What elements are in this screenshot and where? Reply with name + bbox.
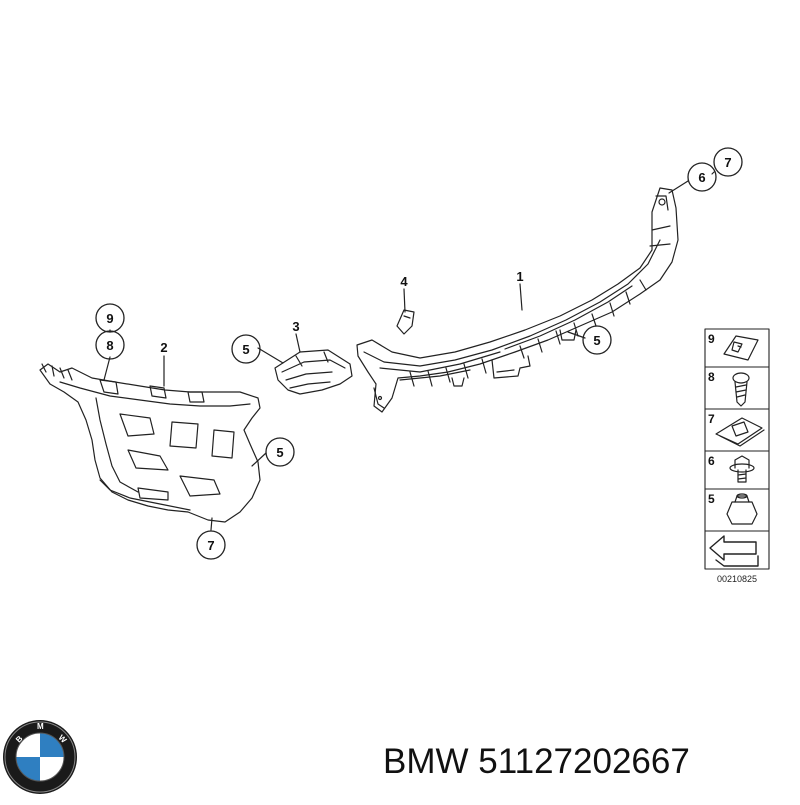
- expanding-nut-icon: [726, 493, 758, 525]
- legend-num-6: 6: [708, 454, 715, 468]
- callout-6-top: 6: [698, 170, 705, 185]
- part-2-side-bracket: [39, 363, 261, 523]
- callout-numbers: 7 6 4 1 3 5 5 9 8 2 5 7: [106, 155, 731, 553]
- speed-nut-icon: [715, 417, 765, 447]
- flange-bolt-icon: [729, 455, 755, 483]
- brand-name: BMW: [383, 742, 469, 781]
- callout-5-right: 5: [593, 333, 600, 348]
- legend-num-9: 9: [708, 332, 715, 346]
- callout-9-left: 9: [106, 311, 113, 326]
- part-number: 51127202667: [478, 742, 690, 781]
- direction-arrow-icon: [709, 535, 759, 567]
- legend-numbers: 9 8 7 6 5: [708, 332, 715, 506]
- label-1: 1: [516, 269, 523, 284]
- svg-text:M: M: [37, 722, 44, 731]
- legend-num-5: 5: [708, 492, 715, 506]
- callout-5-left: 5: [276, 445, 283, 460]
- part-4-clip: [396, 309, 415, 335]
- leader-lines: [103, 171, 715, 531]
- legend-num-7: 7: [708, 412, 715, 426]
- callout-circles: [95, 147, 743, 560]
- label-2: 2: [160, 340, 167, 355]
- drawing-code: 00210825: [717, 574, 757, 584]
- label-3: 3: [292, 319, 299, 334]
- callout-5-mid: 5: [242, 342, 249, 357]
- screw-icon: [732, 372, 750, 407]
- bmw-logo-icon: B M W: [3, 720, 77, 794]
- clip-nut-icon: [723, 335, 759, 361]
- svg-text:B: B: [14, 734, 25, 745]
- part-number-caption: BMW 51127202667: [383, 738, 793, 786]
- legend-num-8: 8: [708, 370, 715, 384]
- label-4: 4: [400, 274, 408, 289]
- fastener-legend: [704, 328, 770, 570]
- part-1-bumper-guide: [356, 187, 679, 413]
- part-3-bracket: [274, 349, 353, 395]
- callout-8-left: 8: [106, 338, 113, 353]
- callout-7-top: 7: [724, 155, 731, 170]
- callout-7-bottom: 7: [207, 538, 214, 553]
